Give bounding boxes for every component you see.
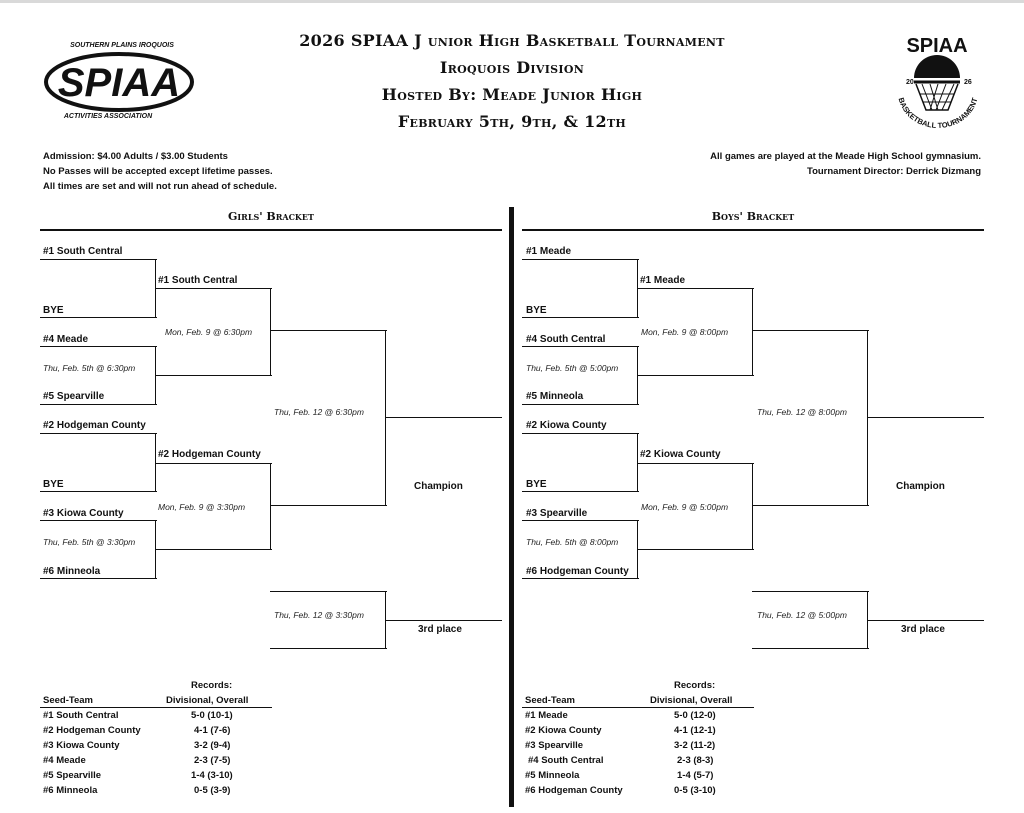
bracket-slot: #4 South Central bbox=[526, 334, 606, 345]
records-value: 0-5 (3-9) bbox=[194, 785, 231, 796]
records-team: #1 South Central bbox=[43, 710, 119, 721]
boys-bracket-title: Boys' Bracket bbox=[711, 210, 795, 223]
records-team: #3 Kiowa County bbox=[43, 740, 120, 751]
third-place-label: 3rd place bbox=[901, 624, 945, 635]
game-date: Thu, Feb. 12 @ 8:00pm bbox=[757, 407, 847, 417]
logo-right-main: SPIAA bbox=[906, 35, 967, 57]
records-value: 2-3 (8-3) bbox=[677, 755, 714, 766]
bracket-slot: BYE bbox=[526, 479, 547, 490]
game-date: Thu, Feb. 12 @ 3:30pm bbox=[274, 610, 364, 620]
records-col-record: Divisional, Overall bbox=[166, 695, 249, 706]
game-date: Thu, Feb. 12 @ 6:30pm bbox=[274, 407, 364, 417]
game-date: Mon, Feb. 9 @ 5:00pm bbox=[641, 502, 729, 512]
bracket-slot: #6 Minneola bbox=[43, 566, 101, 577]
records-value: 4-1 (7-6) bbox=[194, 725, 231, 736]
champion-label: Champion bbox=[414, 481, 463, 492]
logo-top-text: SOUTHERN PLAINS IROQUOIS bbox=[70, 42, 174, 49]
host-title: Hosted By: Meade Junior High bbox=[381, 85, 643, 104]
records-col-record: Divisional, Overall bbox=[650, 695, 733, 706]
records-value: 5-0 (12-0) bbox=[674, 710, 716, 721]
bracket-slot: BYE bbox=[526, 305, 547, 316]
logo-year-left: 20 bbox=[906, 79, 914, 86]
records-team: #3 Spearville bbox=[525, 740, 584, 751]
admission-text: Admission: $4.00 Adults / $3.00 Students bbox=[43, 151, 228, 162]
bracket-slot: #2 Kiowa County bbox=[526, 420, 607, 431]
records-team: #5 Minneola bbox=[525, 770, 580, 781]
records-value: 1-4 (3-10) bbox=[191, 770, 233, 781]
records-team: #2 Kiowa County bbox=[525, 725, 602, 736]
records-title: Records: bbox=[674, 680, 716, 691]
bracket-slot: #1 Meade bbox=[526, 246, 572, 257]
records-col-seed: Seed-Team bbox=[525, 695, 575, 706]
game-date: Mon, Feb. 9 @ 6:30pm bbox=[165, 327, 253, 337]
records-team: #4 South Central bbox=[528, 755, 604, 766]
top-border bbox=[0, 0, 1024, 3]
girls-bracket-title: Girls' Bracket bbox=[228, 210, 314, 223]
game-date: Thu, Feb. 12 @ 5:00pm bbox=[757, 610, 847, 620]
svg-text:BASKETBALL TOURNAMENT: BASKETBALL TOURNAMENT bbox=[897, 96, 980, 128]
bracket-slot: #1 South Central bbox=[43, 246, 123, 257]
records-team: #6 Hodgeman County bbox=[525, 785, 623, 796]
bracket-slot: #2 Hodgeman County bbox=[158, 449, 261, 460]
bracket-slot: #3 Spearville bbox=[526, 508, 588, 519]
bracket-slot: #5 Minneola bbox=[526, 391, 584, 402]
records-col-seed: Seed-Team bbox=[43, 695, 93, 706]
bracket-slot: #1 Meade bbox=[640, 275, 686, 286]
bracket-slot: #3 Kiowa County bbox=[43, 508, 124, 519]
logo-main-text: SPIAA bbox=[58, 61, 180, 105]
spiaa-association-logo: SOUTHERN PLAINS IROQUOIS SPIAA ACTIVITIE… bbox=[44, 42, 194, 120]
records-value: 3-2 (9-4) bbox=[194, 740, 231, 751]
third-place-label: 3rd place bbox=[418, 624, 462, 635]
passes-text: No Passes will be accepted except lifeti… bbox=[43, 166, 273, 177]
champion-label: Champion bbox=[896, 481, 945, 492]
game-date: Thu, Feb. 5th @ 3:30pm bbox=[43, 537, 136, 547]
game-date: Mon, Feb. 9 @ 8:00pm bbox=[641, 327, 729, 337]
basketball-tournament-logo: SPIAA 20 26 BASKETBALL TOURNAMENT bbox=[897, 35, 980, 128]
records-value: 0-5 (3-10) bbox=[674, 785, 716, 796]
logo-ring-text: BASKETBALL TOURNAMENT bbox=[897, 96, 980, 128]
center-divider bbox=[509, 207, 514, 807]
bracket-slot: #4 Meade bbox=[43, 334, 89, 345]
records-value: 4-1 (12-1) bbox=[674, 725, 716, 736]
records-team: #6 Minneola bbox=[43, 785, 98, 796]
bracket-slot: BYE bbox=[43, 305, 64, 316]
records-team: #4 Meade bbox=[43, 755, 86, 766]
records-team: #1 Meade bbox=[525, 710, 568, 721]
bracket-slot: BYE bbox=[43, 479, 64, 490]
venue-text: All games are played at the Meade High S… bbox=[710, 151, 981, 162]
records-value: 3-2 (11-2) bbox=[674, 740, 716, 751]
bracket-slot: #5 Spearville bbox=[43, 391, 105, 402]
logo-bottom-text: ACTIVITIES ASSOCIATION bbox=[63, 113, 153, 120]
director-text: Tournament Director: Derrick Dizmang bbox=[806, 166, 981, 177]
game-date: Thu, Feb. 5th @ 6:30pm bbox=[43, 363, 136, 373]
bracket-slot: #6 Hodgeman County bbox=[526, 566, 629, 577]
game-date: Thu, Feb. 5th @ 5:00pm bbox=[526, 363, 619, 373]
girls-title-rule bbox=[40, 229, 502, 231]
records-value: 1-4 (5-7) bbox=[677, 770, 714, 781]
game-date: Thu, Feb. 5th @ 8:00pm bbox=[526, 537, 619, 547]
bracket-slot: #2 Kiowa County bbox=[640, 449, 721, 460]
logo-year-right: 26 bbox=[964, 79, 972, 86]
records-value: 5-0 (10-1) bbox=[191, 710, 233, 721]
bracket-slot: #2 Hodgeman County bbox=[43, 420, 146, 431]
division-title: Iroquois Division bbox=[439, 58, 585, 77]
records-team: #5 Spearville bbox=[43, 770, 102, 781]
bracket-slot: #1 South Central bbox=[158, 275, 238, 286]
records-title: Records: bbox=[191, 680, 233, 691]
records-team: #2 Hodgeman County bbox=[43, 725, 141, 736]
game-date: Mon, Feb. 9 @ 3:30pm bbox=[158, 502, 246, 512]
times-text: All times are set and will not run ahead… bbox=[43, 181, 277, 192]
dates-title: February 5th, 9th, & 12th bbox=[397, 112, 627, 131]
records-value: 2-3 (7-5) bbox=[194, 755, 231, 766]
boys-title-rule bbox=[522, 229, 984, 231]
tournament-title: 2026 SPIAA J unior High Basketball Tourn… bbox=[299, 31, 725, 50]
